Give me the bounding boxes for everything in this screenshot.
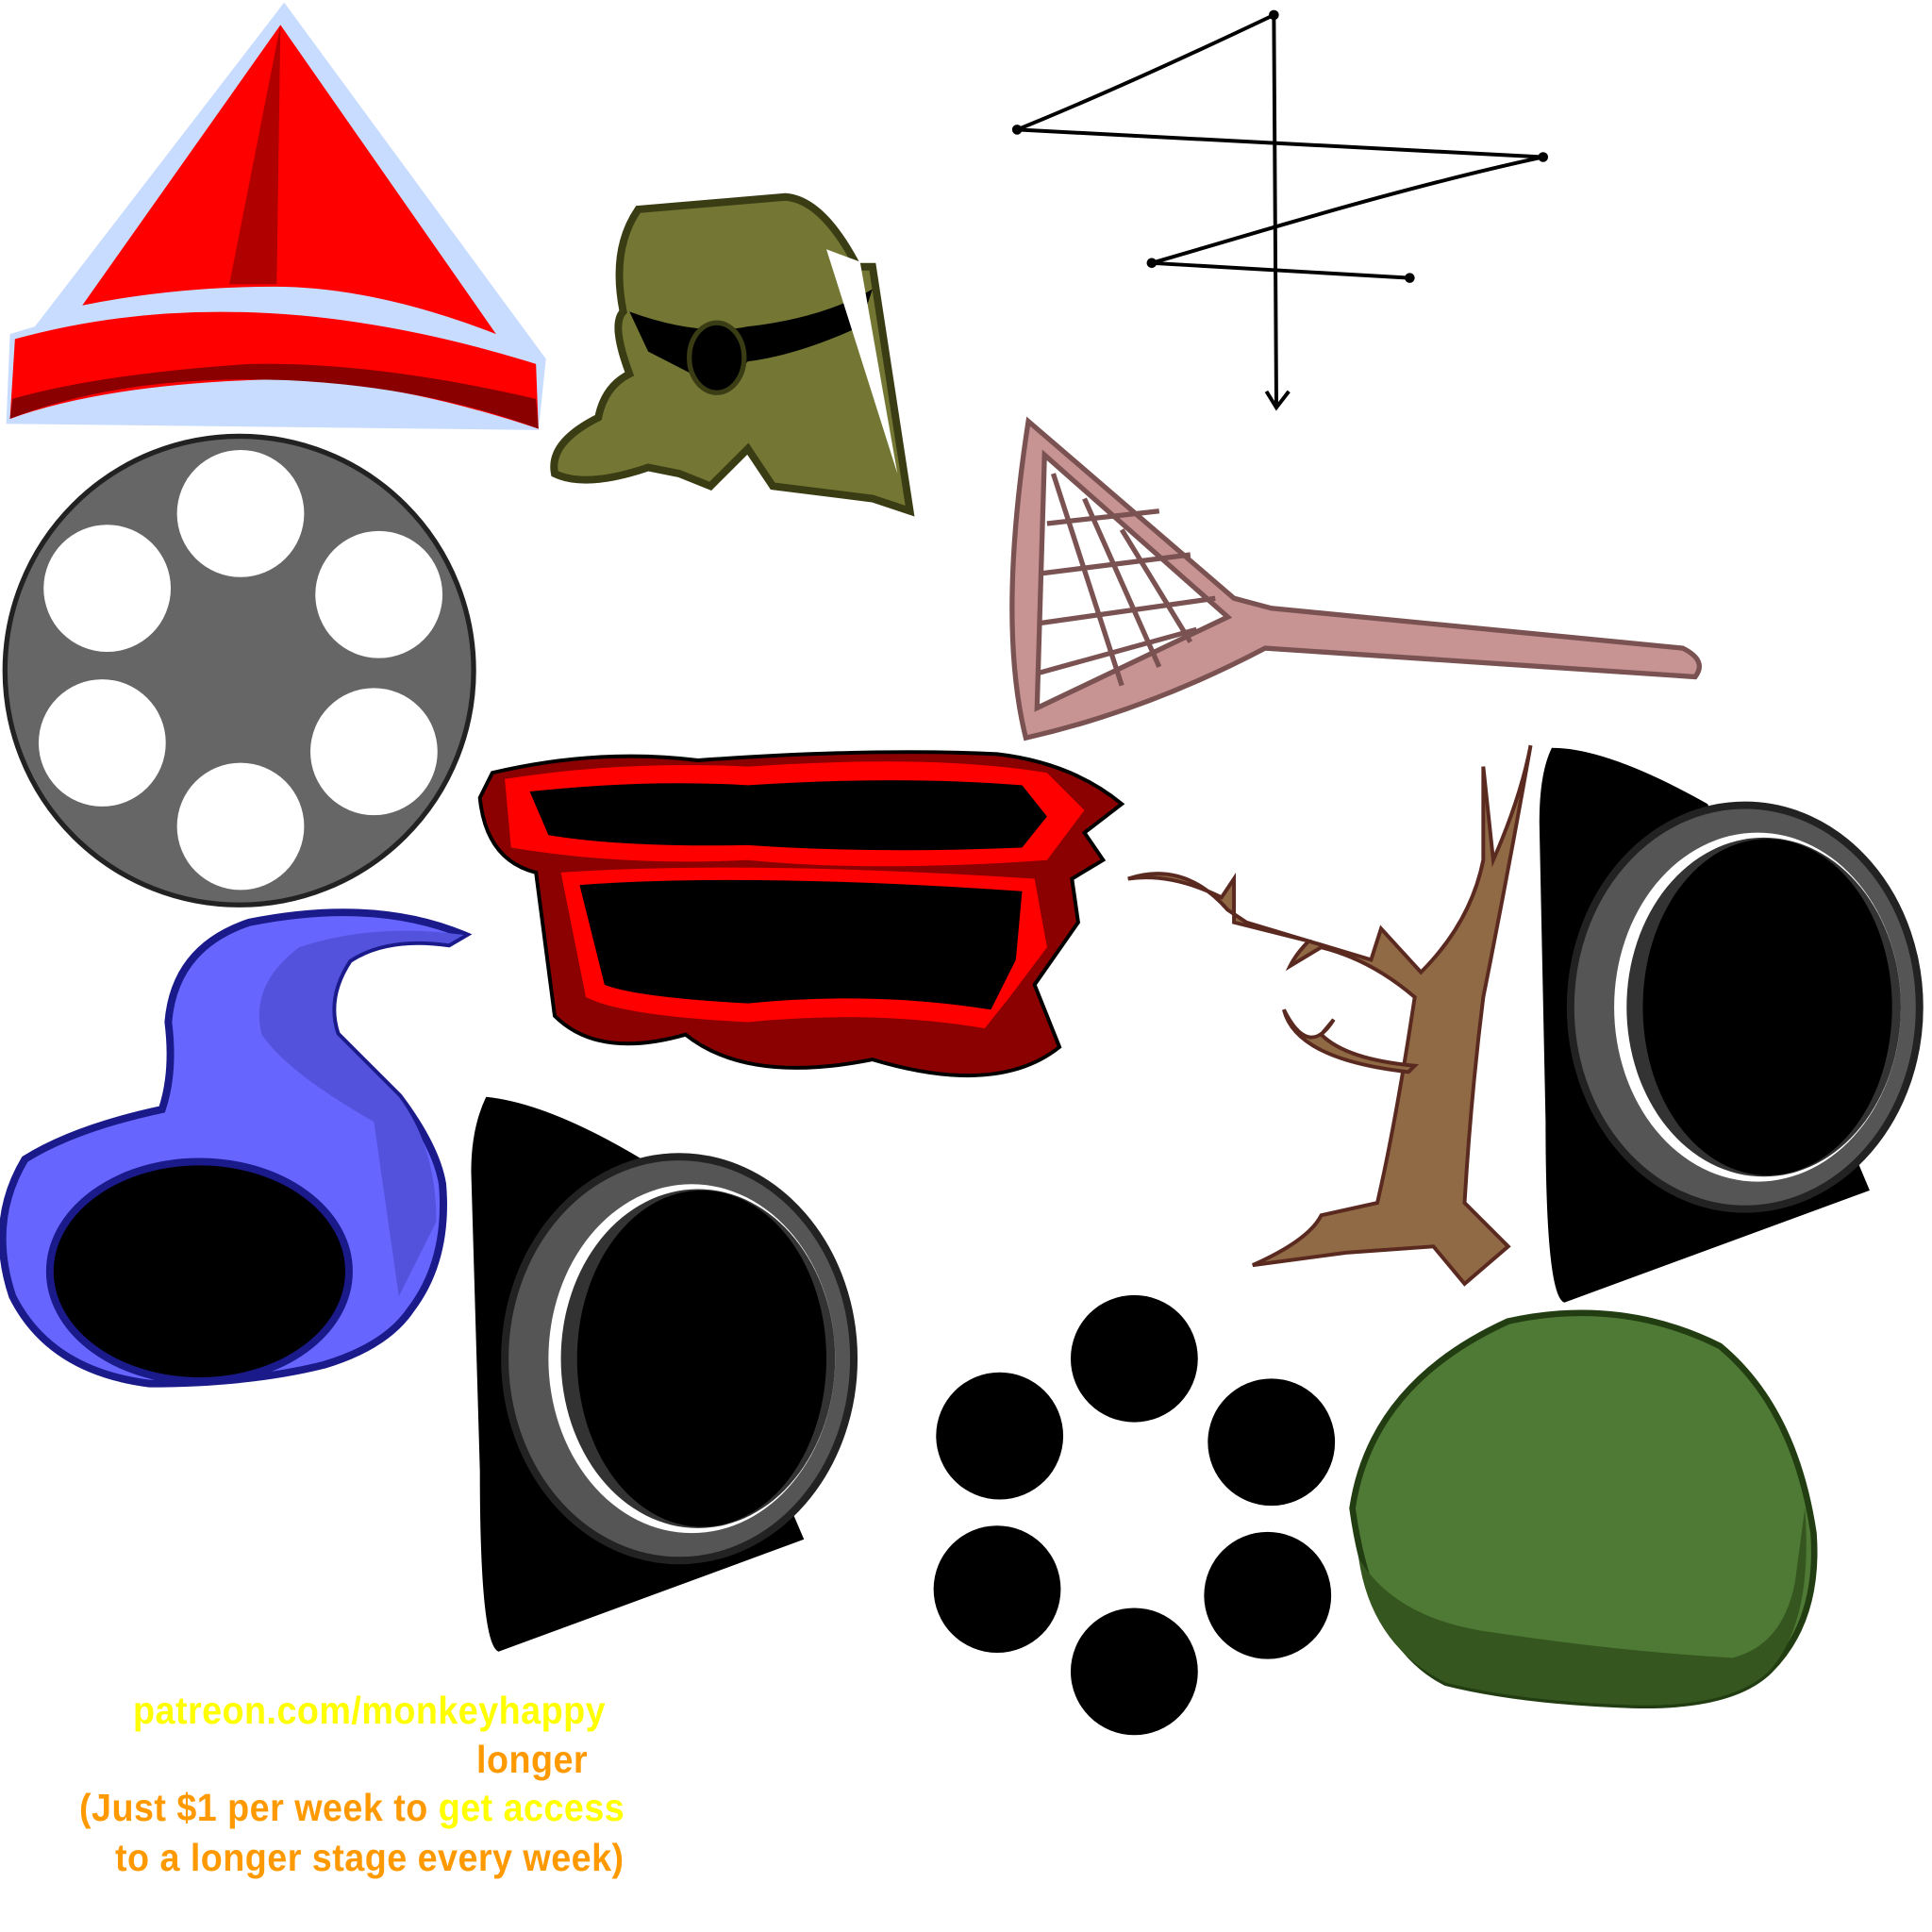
promo-line-3: (Just $1 per week to get access — [79, 1786, 625, 1830]
black-pipe-sprite-right — [1539, 747, 1924, 1303]
promo-line-3-orange: (Just $1 per week to — [79, 1786, 439, 1829]
bandana-sprite — [550, 192, 915, 517]
revolver-cylinder-sprite — [2, 433, 476, 908]
green-bush-sprite — [1349, 1309, 1818, 1708]
promo-longer: longer — [476, 1738, 589, 1781]
butterfly-net-sprite — [1009, 416, 1702, 741]
dead-tree-sprite — [1127, 744, 1533, 1287]
red-pit-sprite — [477, 750, 1125, 1077]
promo-line-4: to a longer stage every week) — [115, 1836, 625, 1879]
black-dots-sprite — [933, 1294, 1336, 1736]
promo-line-3-yellow: get access — [438, 1786, 625, 1829]
patreon-link[interactable]: patreon.com/monkeyhappy — [133, 1689, 607, 1732]
blue-hood-sprite — [0, 908, 473, 1388]
red-hat-sprite — [6, 2, 546, 430]
arrow-path-sprite — [1011, 9, 1549, 411]
black-pipe-sprite-left — [471, 1096, 858, 1652]
